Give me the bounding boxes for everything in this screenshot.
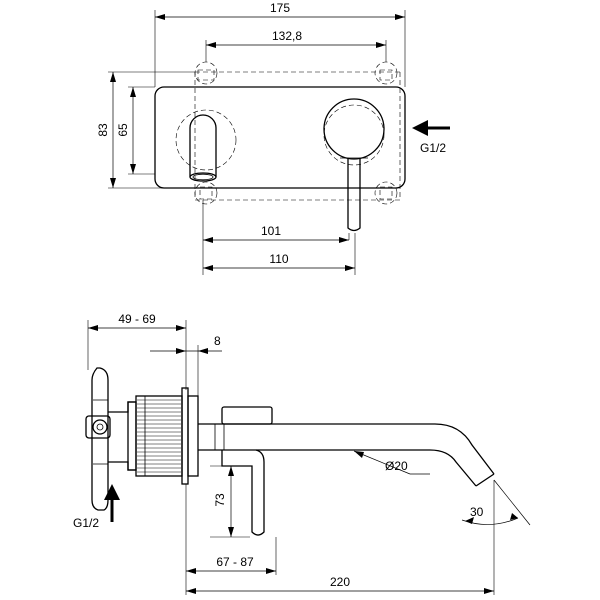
dim-spout-reach: 220 (186, 575, 494, 594)
spout-front (189, 114, 217, 182)
dim-angle: 30 (461, 479, 531, 526)
dim-lever-reach: 67 - 87 (186, 555, 276, 574)
dim-hole-spacing: 132,8 (206, 29, 386, 48)
dim-spout-diameter-label: Ø20 (385, 459, 408, 473)
dim-height-outer: 83 (96, 72, 116, 188)
threaded-cartridge (135, 387, 199, 485)
front-view: 175 132,8 83 65 101 (96, 1, 450, 275)
dim-spout-to-lever-label: 101 (261, 224, 281, 238)
dim-wall-depth: 49 - 69 (88, 312, 186, 331)
concealed-body (85, 367, 137, 511)
dim-plate-thickness-label: 8 (214, 334, 221, 348)
lever-side (221, 406, 273, 536)
dim-spout-to-lever-end: 110 (203, 252, 355, 271)
dim-height-inner: 65 (116, 87, 136, 174)
inlet-arrow-side: G1/2 (73, 484, 120, 530)
spout-side (198, 423, 495, 487)
dim-angle-label: 30 (470, 505, 484, 519)
side-view: 49 - 69 8 73 67 - 87 220 (73, 312, 531, 595)
dim-lever-reach-label: 67 - 87 (216, 555, 254, 569)
mounting-body-outline (175, 61, 401, 205)
dim-height-label: 73 (213, 493, 227, 507)
inlet-label-side: G1/2 (73, 516, 99, 530)
inlet-arrow-top: G1/2 (412, 120, 450, 155)
dim-hole-spacing-label: 132,8 (272, 29, 302, 43)
dim-height-inner-label: 65 (116, 123, 130, 137)
inlet-label-top: G1/2 (420, 141, 446, 155)
dim-spout-to-lever: 101 (203, 224, 349, 243)
dim-plate-thickness: 8 (150, 334, 222, 354)
dim-spout-reach-label: 220 (330, 575, 350, 589)
dim-spout-to-lever-end-label: 110 (269, 252, 288, 266)
dim-height-outer-label: 83 (96, 123, 110, 137)
dim-wall-depth-label: 49 - 69 (118, 312, 156, 326)
lever-front (323, 98, 385, 232)
dim-overall-width: 175 (155, 1, 405, 20)
wall-plate (154, 86, 406, 189)
dim-overall-width-label: 175 (270, 1, 290, 15)
dim-height: 73 (213, 466, 234, 537)
dim-spout-diameter: Ø20 (353, 450, 430, 475)
